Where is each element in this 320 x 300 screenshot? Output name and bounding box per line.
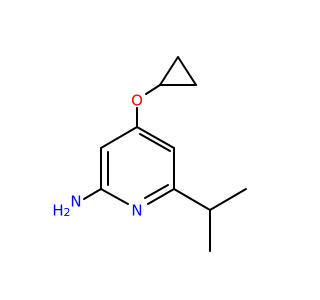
amine-group-label: H 2 N [52, 193, 81, 220]
bond-cyclopropyl-oxygen [145, 84, 161, 95]
bond-c4-c5 [136, 126, 175, 149]
bond-c6-n1 [147, 188, 175, 205]
ring-nitrogen-atom-label: N [131, 202, 142, 220]
bond-cyclopropyl-1 [159, 56, 179, 86]
amine-subscript-label: 2 [64, 206, 71, 219]
bond-isopropyl-methyl-top [209, 188, 247, 211]
amine-nitrogen-label: N [70, 193, 81, 211]
bond-c3-c4 [100, 126, 138, 149]
bond-c6-isopropyl [173, 188, 211, 211]
bond-cyclopropyl-2 [177, 56, 197, 86]
oxygen-atom-label: O [131, 92, 143, 110]
bond-c4-c5-inner [139, 133, 171, 152]
bond-n1-c2 [100, 188, 129, 205]
amine-hydrogen-label: H [52, 202, 63, 220]
bond-c2-amine [83, 188, 102, 200]
bond-c6-n1-inner [144, 184, 169, 199]
molecule-structure: O N H 2 N [52, 56, 247, 252]
